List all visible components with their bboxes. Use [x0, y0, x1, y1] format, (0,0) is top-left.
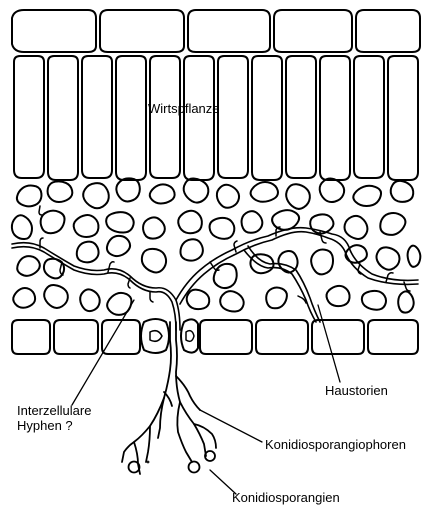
- mesophyll-cell: [74, 215, 99, 237]
- mesophyll-cell: [12, 215, 32, 239]
- lower-epidermis: [12, 320, 418, 354]
- mesophyll-cell: [376, 247, 399, 269]
- conidiosporangia-label: Konidiosporangien: [232, 490, 340, 505]
- mesophyll-cell: [320, 178, 345, 202]
- mesophyll-cell: [178, 211, 202, 234]
- spongy-mesophyll: [12, 178, 420, 315]
- mesophyll-cell: [107, 236, 130, 256]
- host-plant-label: Wirtspflanze: [148, 101, 220, 116]
- mesophyll-cell: [41, 211, 65, 234]
- conidiosporangiophores-label: Konidiosporangiophoren: [265, 437, 406, 452]
- haustoria-label: Haustorien: [325, 383, 388, 398]
- mesophyll-cell: [344, 216, 367, 239]
- mesophyll-cell: [311, 250, 333, 275]
- intercellular-hyphae-label-line2: Hyphen ?: [17, 418, 91, 433]
- mesophyll-cell: [184, 179, 209, 203]
- intercellular-hyphae-label-line1: Interzellulare: [17, 403, 91, 418]
- leader-lines: [72, 300, 340, 494]
- mesophyll-cell: [83, 183, 109, 208]
- mesophyll-cell: [326, 286, 349, 306]
- mesophyll-cell: [48, 181, 73, 202]
- intercellular-hyphae: [12, 228, 418, 330]
- mesophyll-cell: [17, 256, 40, 276]
- mesophyll-cell: [150, 184, 175, 203]
- mesophyll-cell: [217, 185, 239, 208]
- mesophyll-cell: [187, 290, 210, 310]
- conidiosporangiophore: [122, 322, 216, 474]
- mesophyll-cell: [106, 212, 134, 232]
- mesophyll-cell: [17, 186, 42, 207]
- mesophyll-cell: [77, 242, 99, 263]
- mesophyll-cell: [210, 218, 235, 239]
- mesophyll-cell: [398, 291, 414, 312]
- mesophyll-cell: [142, 249, 166, 273]
- mesophyll-cell: [13, 288, 35, 308]
- mesophyll-cell: [220, 291, 244, 311]
- mesophyll-cell: [353, 186, 381, 206]
- mesophyll-cell: [242, 211, 263, 233]
- upper-epidermis: [12, 10, 420, 52]
- mesophyll-cell: [214, 264, 237, 288]
- mesophyll-cell: [286, 184, 310, 209]
- mesophyll-cell: [80, 289, 100, 311]
- mesophyll-cell: [116, 178, 139, 201]
- mesophyll-cell: [380, 213, 405, 235]
- palisade-layer: [14, 56, 418, 180]
- intercellular-hyphae-label: Interzellulare Hyphen ?: [17, 403, 91, 433]
- mesophyll-cell: [391, 181, 414, 202]
- mesophyll-cell: [266, 287, 287, 308]
- mesophyll-cell: [408, 246, 421, 267]
- mesophyll-cell: [44, 285, 68, 308]
- mesophyll-cell: [272, 210, 299, 230]
- mesophyll-cell: [362, 291, 386, 310]
- mesophyll-cell: [143, 217, 165, 238]
- mesophyll-cell: [180, 239, 202, 260]
- mesophyll-cell: [251, 182, 278, 202]
